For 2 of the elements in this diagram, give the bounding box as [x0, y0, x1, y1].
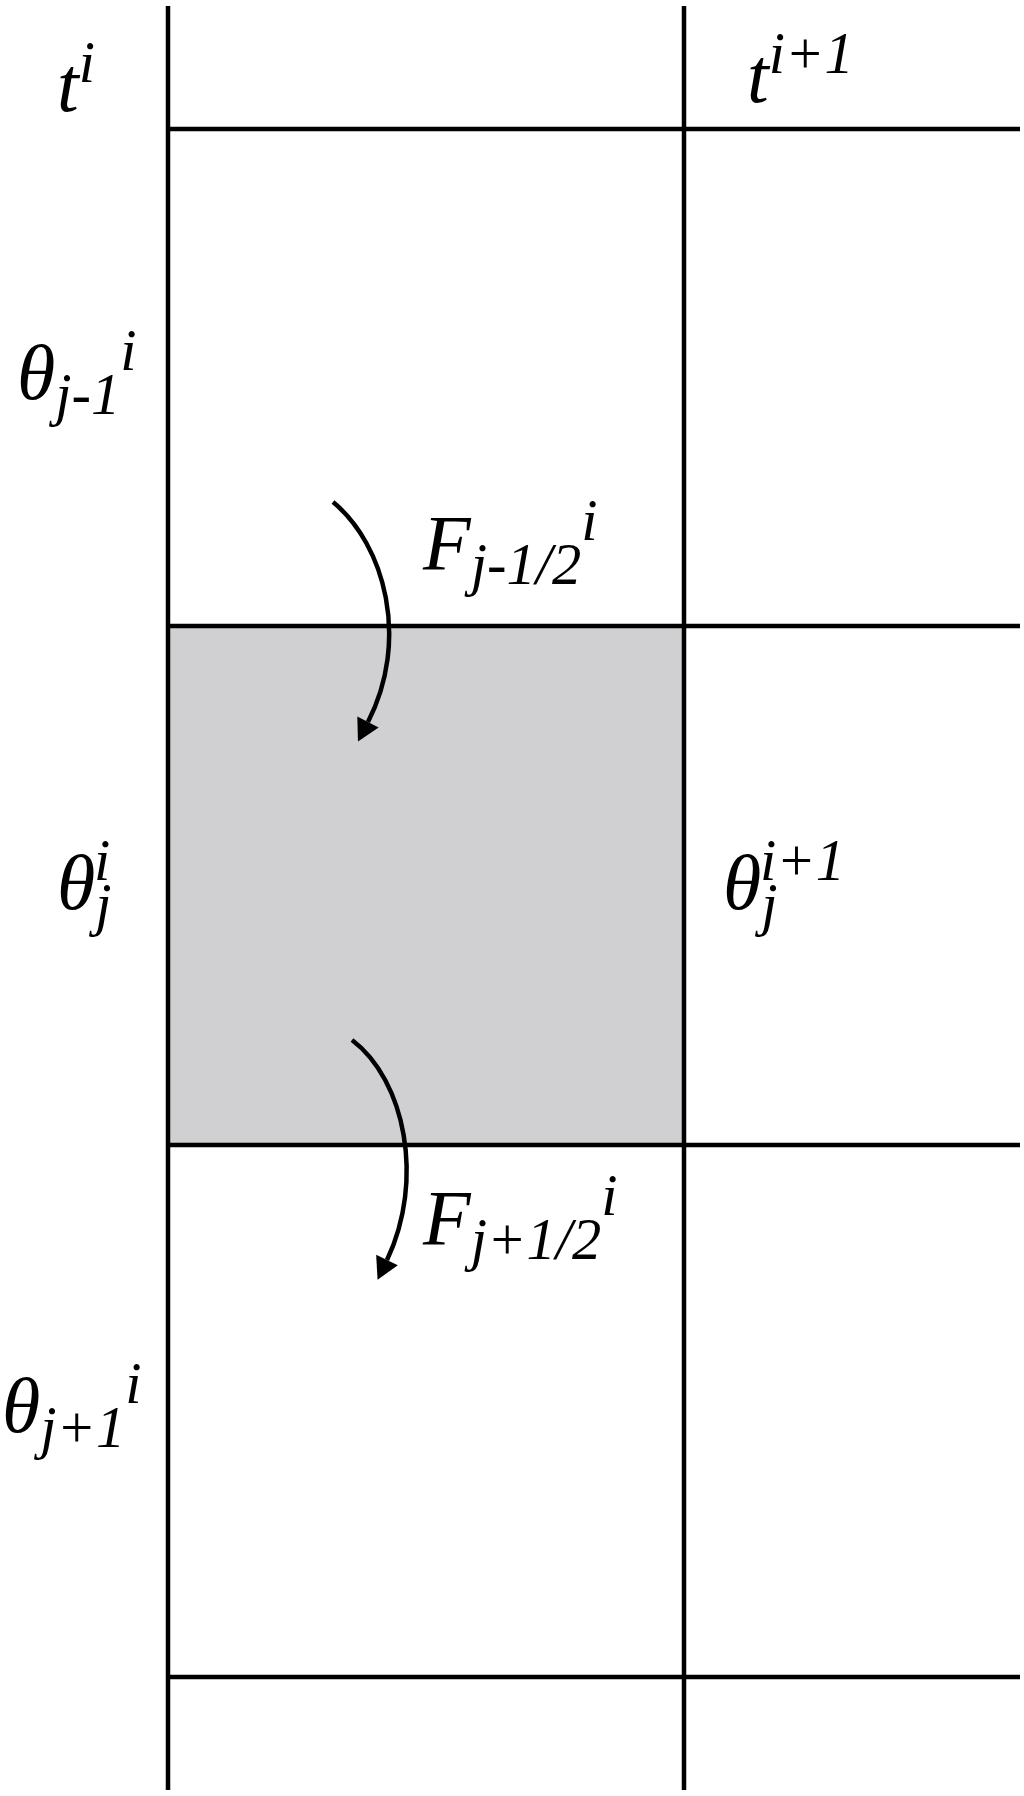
- time-level-label: t$^{i}$: [57, 28, 95, 130]
- time-level-label: t$^{i+1}$: [747, 19, 854, 121]
